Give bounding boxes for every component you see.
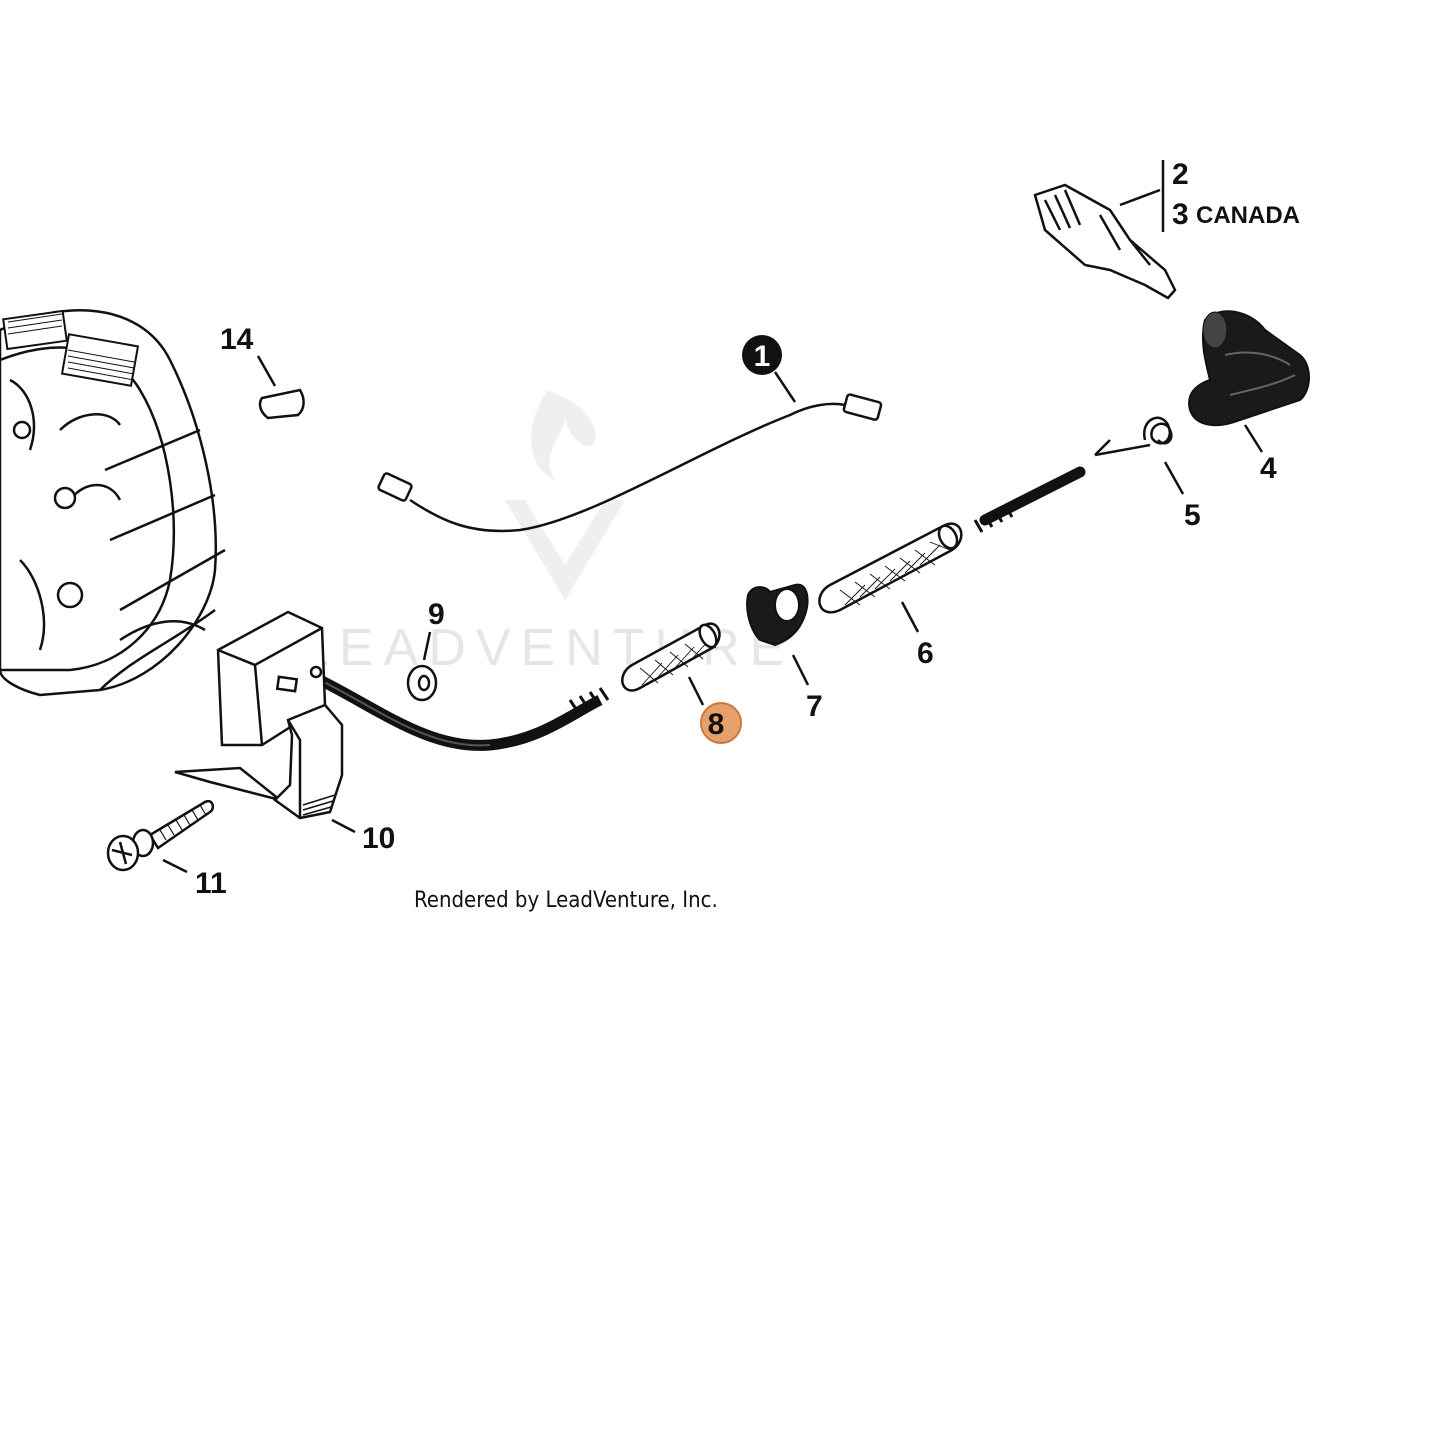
callout-1-badge [742, 335, 782, 375]
watermark-v-icon [505, 500, 625, 600]
callout-3-note: CANADA [1196, 202, 1300, 229]
callout-8-highlight [700, 702, 742, 744]
grommet-drawing [746, 583, 810, 686]
callout-8-number: 8 [708, 708, 725, 741]
ground-wire-drawing [377, 371, 883, 533]
callout-11: 11 [195, 867, 227, 900]
flywheel-drawing [0, 309, 226, 697]
watermark-flame-icon [531, 390, 596, 480]
callout-4: 4 [1260, 452, 1277, 485]
sleeve-short-drawing [621, 622, 721, 706]
ignition-lead-drawing [317, 466, 1086, 751]
ignition-module-drawing [174, 610, 356, 834]
callout-8: 8 [700, 702, 742, 744]
callout-10: 10 [362, 822, 395, 855]
callout-2: 2 [1172, 158, 1189, 191]
spring-drawing [1094, 416, 1185, 495]
callout-1-number: 1 [754, 340, 771, 373]
callout-14: 14 [220, 323, 254, 356]
spark-plug-boot-drawing [1188, 310, 1310, 453]
callout-9: 9 [428, 598, 445, 631]
callout-5: 5 [1184, 499, 1201, 532]
woodruff-key-drawing [256, 355, 305, 420]
spark-plug-drawing [1033, 160, 1177, 300]
credit-text: Rendered by LeadVenture, Inc. [414, 888, 718, 913]
callout-7: 7 [806, 690, 823, 723]
screw-drawing [106, 799, 215, 874]
washer-drawing [406, 631, 438, 702]
sleeve-long-drawing [818, 522, 963, 633]
callout-6: 6 [917, 637, 934, 670]
callout-1: 1 [742, 335, 782, 375]
callout-3: 3 [1172, 198, 1189, 231]
watermark-text: LEADVENTURE [300, 619, 794, 677]
